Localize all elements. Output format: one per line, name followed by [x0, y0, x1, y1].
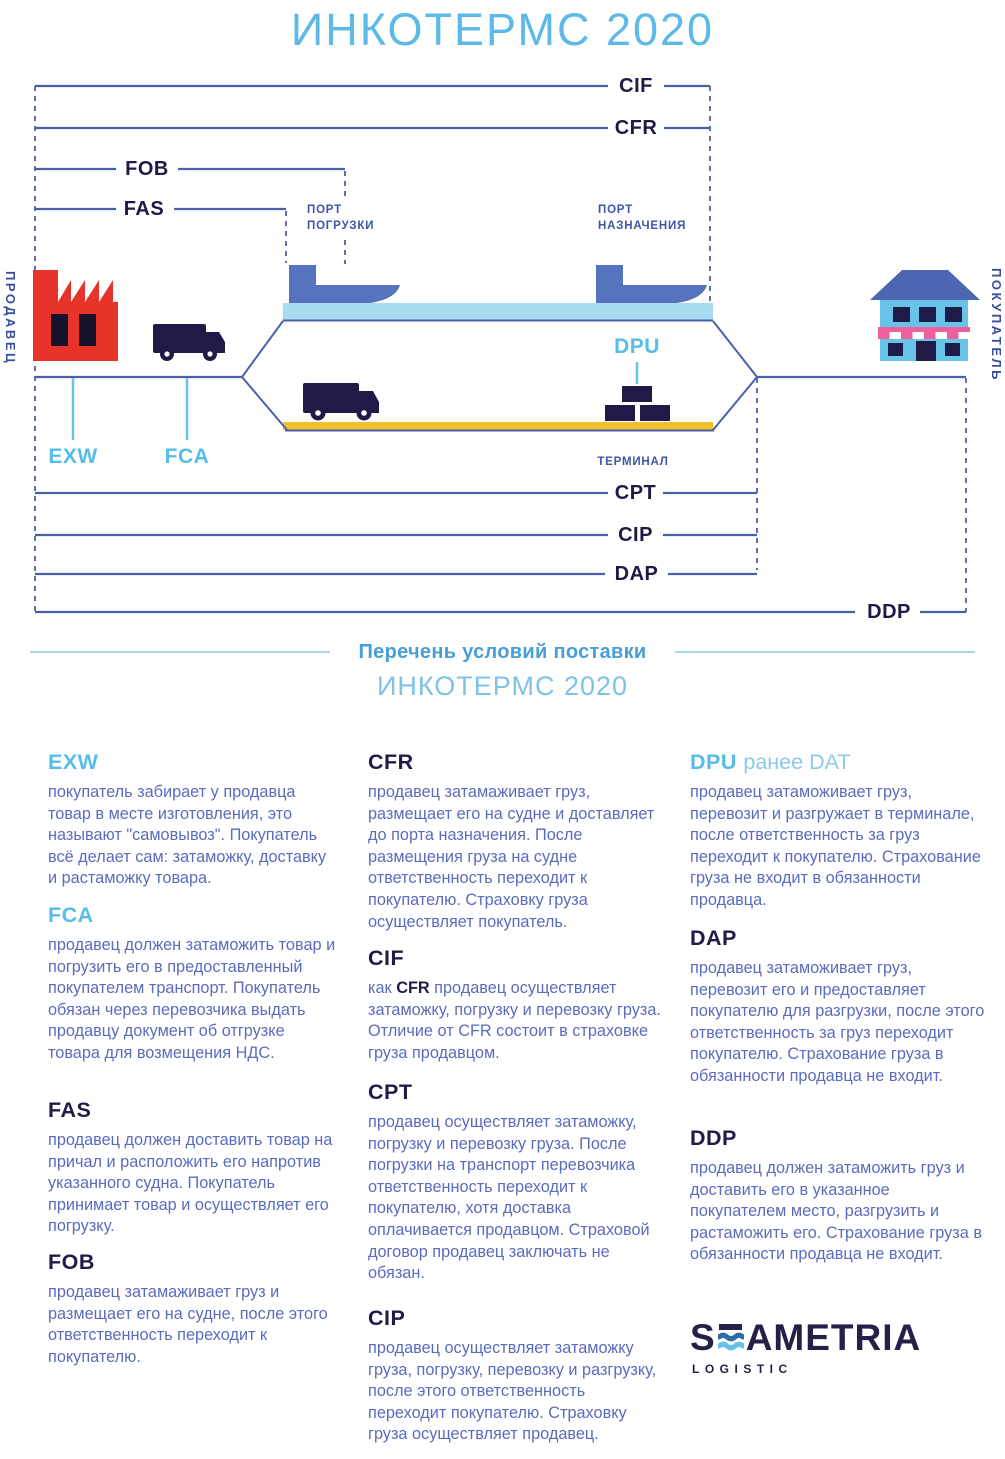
term-label-dpu: DPU — [614, 335, 660, 358]
term-label-fca: FCA — [164, 445, 210, 468]
term-label-cpt: CPT — [614, 482, 657, 504]
entry-term: CPT — [368, 1080, 413, 1104]
term-label-dap: DAP — [614, 563, 659, 585]
term-label-fas: FAS — [123, 198, 165, 220]
glossary-entry-fca: FCA продавец должен затаможить товар и п… — [48, 903, 338, 1065]
divider-line-right — [675, 651, 975, 653]
logo-text-end: AMETRIA — [745, 1317, 922, 1358]
term-label-fob: FOB — [125, 158, 169, 180]
entry-description: продавец затаможивает груз, перевозит ег… — [690, 959, 985, 1085]
sea-route-bar — [283, 303, 713, 320]
divider-line-left — [30, 651, 330, 653]
buyer-side-label: ПОКУПАТЕЛЬ — [989, 268, 1004, 382]
glossary-entry-fas: FAS продавец должен доставить товар на п… — [48, 1098, 338, 1238]
glossary-entry-ddp: DDP продавец должен затаможить груз и до… — [690, 1126, 990, 1266]
entry-term: CIP — [368, 1306, 406, 1330]
store-icon — [870, 270, 980, 361]
section-title: Перечень условий поставки — [358, 641, 647, 663]
factory-icon — [33, 270, 118, 361]
entry-description: продавец осуществляет затаможку груза, п… — [368, 1339, 657, 1444]
glossary-entry-exw: EXW покупатель забирает у продавца товар… — [48, 750, 338, 890]
entry-term: FAS — [48, 1098, 92, 1122]
logo-wave-e-icon — [716, 1320, 746, 1358]
logo-tagline: LOGISTIC — [692, 1362, 793, 1376]
entry-term: EXW — [48, 750, 99, 774]
incoterms-diagram — [33, 84, 980, 614]
term-label-cfr: CFR — [614, 117, 658, 139]
entry-term: FCA — [48, 903, 94, 927]
glossary-entry-cif: CIF как CFR продавец осуществляет затамо… — [368, 946, 663, 1064]
seametria-logo: S AMETRIA LOGISTIC — [690, 1318, 921, 1377]
store-awning — [878, 327, 970, 339]
entry-term: DPU ранее DAT — [690, 750, 851, 774]
terminal-label: ТЕРМИНАЛ — [597, 456, 669, 468]
entry-description: продавец должен доставить товар на прича… — [48, 1131, 333, 1236]
cargo-ship-loading-icon — [289, 265, 400, 303]
land-truck-icon — [303, 383, 379, 421]
section-subtitle: ИНКОТЕРМС 2020 — [376, 671, 629, 701]
terminal-boxes-icon — [605, 386, 670, 421]
cargo-ship-destination-icon — [596, 265, 707, 303]
port-destination-label: ПОРТ НАЗНАЧЕНИЯ — [598, 204, 687, 232]
glossary-entry-fob: FOB продавец затамаживает груз и размеща… — [48, 1250, 338, 1368]
entry-description: продавец осуществляет затаможку, погрузк… — [368, 1113, 650, 1283]
route-hexagon — [241, 303, 758, 432]
glossary-entry-cip: CIP продавец осуществляет затаможку груз… — [368, 1306, 663, 1446]
port-loading-label: ПОРТ ПОГРУЗКИ — [307, 204, 375, 232]
terminal-route-bar — [283, 422, 713, 430]
glossary-entry-dap: DAP продавец затаможивает груз, перевози… — [690, 926, 990, 1088]
delivery-truck-icon — [153, 324, 225, 361]
glossary-entry-cpt: CPT продавец осуществляет затаможку, пог… — [368, 1080, 663, 1285]
entry-description: продавец затамаживает груз, размещает ег… — [368, 783, 655, 931]
term-label-ddp: DDP — [867, 601, 911, 623]
glossary-entry-dpu: DPU ранее DAT продавец затаможивает груз… — [690, 750, 990, 912]
page-title: ИНКОТЕРМС 2020 — [290, 4, 715, 55]
entry-description: продавец затаможивает груз, перевозит и … — [690, 783, 981, 909]
entry-description: продавец должен затаможить товар и погру… — [48, 936, 336, 1062]
bracket-lines — [35, 84, 966, 614]
entry-term: FOB — [48, 1250, 95, 1274]
entry-description: продавец затамаживает груз и размещает е… — [48, 1283, 328, 1366]
logo-brand: S AMETRIA — [690, 1318, 921, 1358]
entry-term-suffix: ранее DAT — [743, 750, 851, 774]
entry-term: DDP — [690, 1126, 737, 1150]
term-label-exw: EXW — [48, 445, 98, 468]
entry-term: CIF — [368, 946, 405, 970]
entry-description: продавец должен затаможить груз и достав… — [690, 1159, 982, 1264]
term-ticks — [71, 362, 639, 440]
entry-term: CFR — [368, 750, 414, 774]
term-label-cif: CIF — [619, 75, 653, 97]
entry-description: как CFR продавец осуществляет затаможку,… — [368, 979, 661, 1062]
entry-term: DAP — [690, 926, 737, 950]
glossary-entry-cfr: CFR продавец затамаживает груз, размещае… — [368, 750, 663, 933]
seller-side-label: ПРОДАВЕЦ — [3, 271, 18, 365]
entry-description: покупатель забирает у продавца товар в м… — [48, 783, 327, 888]
term-label-cip: CIP — [618, 524, 653, 546]
logo-text-start: S — [690, 1317, 716, 1358]
